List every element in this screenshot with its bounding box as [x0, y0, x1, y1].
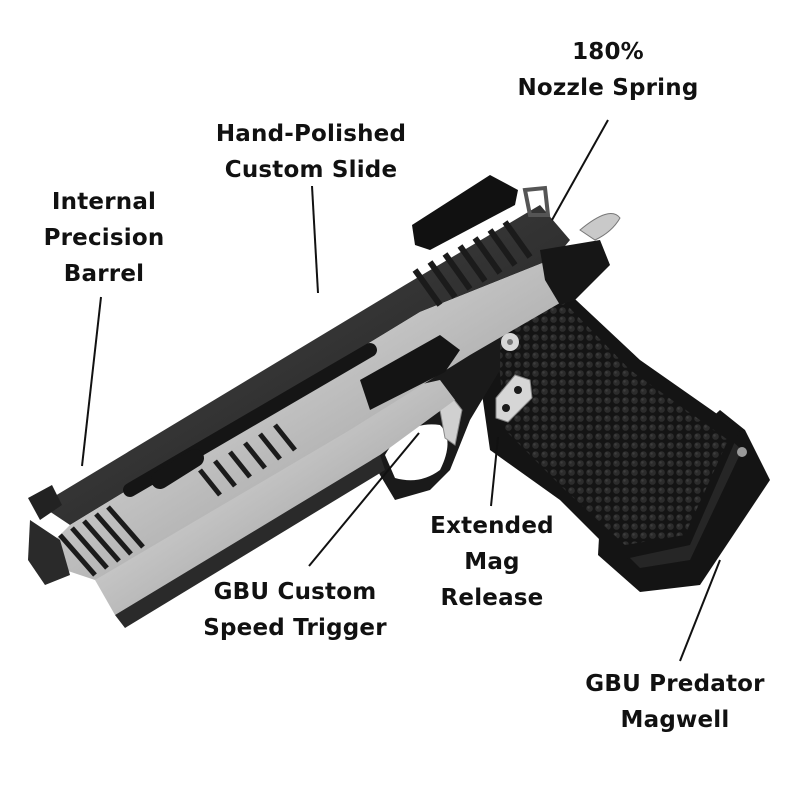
dust-cover-shape [95, 380, 455, 628]
callout-line: Extended [430, 513, 554, 539]
callout-nozzle-spring: 180% Nozzle Spring [496, 34, 720, 106]
callout-custom-slide: Hand-Polished Custom Slide [196, 116, 426, 188]
callout-line: Hand-Polished [215, 121, 407, 147]
callout-line: Nozzle Spring [517, 75, 699, 101]
hammer-shape [522, 185, 621, 305]
grip-shape [470, 285, 740, 560]
callout-line: Internal [51, 189, 157, 215]
callout-line: Barrel [63, 261, 145, 287]
leader-line-custom-slide [311, 185, 319, 294]
callout-mag-release: Extended Mag Release [414, 508, 570, 616]
callout-line: Precision [43, 225, 165, 251]
leader-line-speed-trigger [308, 432, 420, 567]
leader-line-predator-magwell [679, 559, 721, 662]
callout-line: GBU Custom [213, 579, 377, 605]
callout-line: Custom Slide [224, 157, 398, 183]
callout-predator-magwell: GBU Predator Magwell [570, 666, 780, 738]
callout-line: Mag [464, 549, 520, 575]
leader-line-mag-release [490, 436, 499, 507]
callout-speed-trigger: GBU Custom Speed Trigger [190, 574, 400, 646]
callout-line: Speed Trigger [203, 615, 387, 641]
leader-line-nozzle-spring [551, 119, 609, 221]
callout-precision-barrel: Internal Precision Barrel [30, 184, 178, 292]
callout-line: 180% [572, 39, 644, 65]
callout-line: Release [440, 585, 544, 611]
slide-shape [28, 175, 570, 585]
callout-line: Magwell [620, 707, 730, 733]
callout-line: GBU Predator [585, 671, 765, 697]
mag-release-shape [495, 374, 533, 423]
leader-lines [81, 119, 721, 662]
leader-line-precision-barrel [81, 296, 102, 467]
